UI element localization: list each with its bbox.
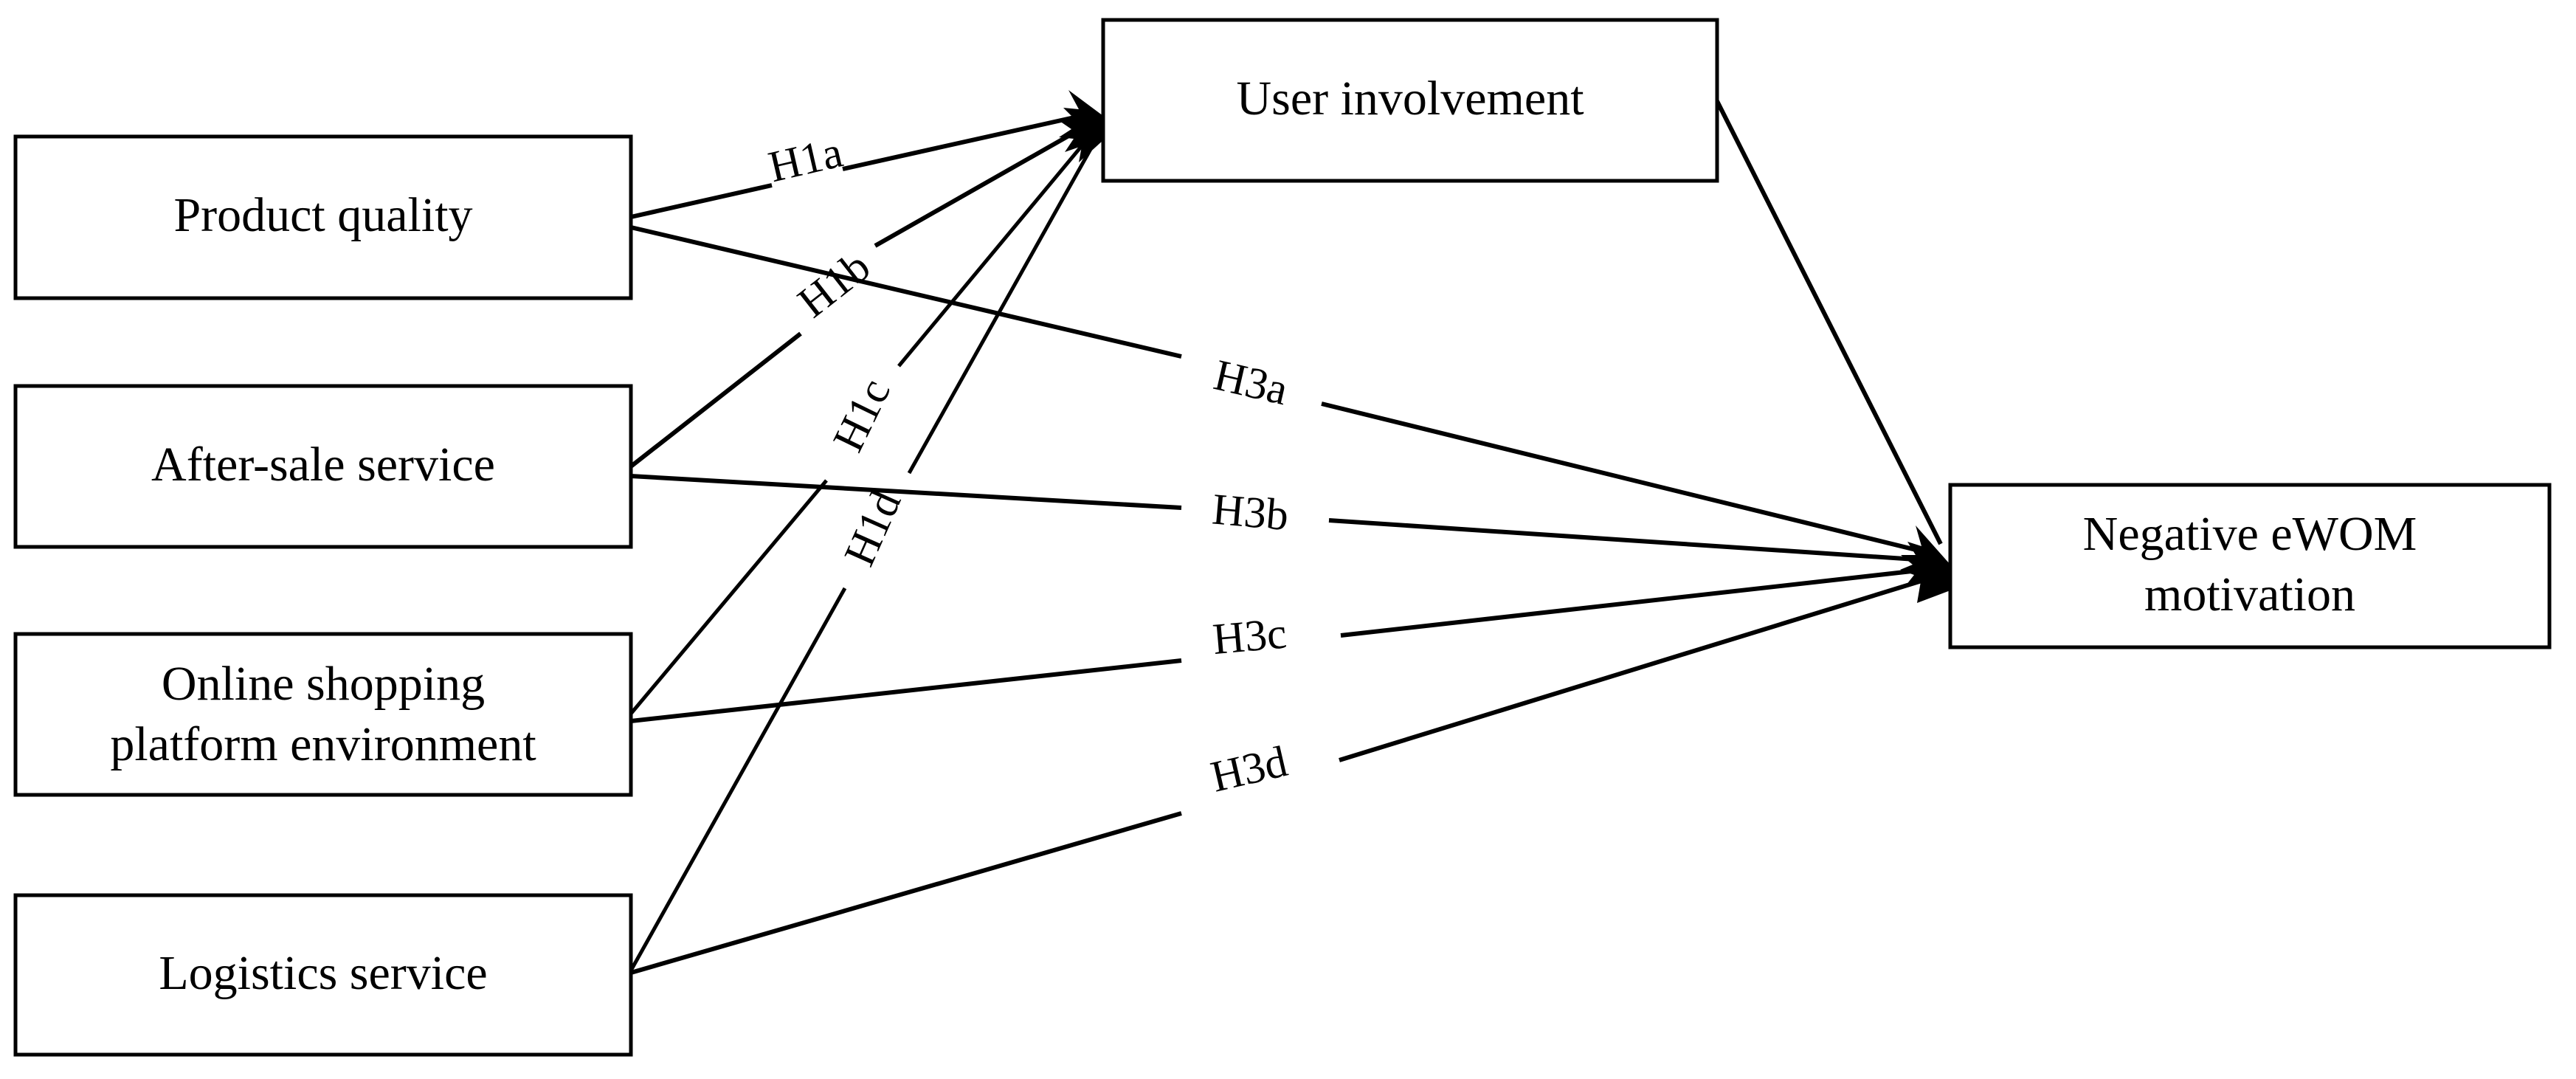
edge-h3a-line-seg1 bbox=[630, 225, 1182, 359]
edge-h3c-line-seg1 bbox=[630, 658, 1182, 723]
node-after-sale-service[interactable]: After-sale service bbox=[13, 384, 633, 549]
edge-label-h1a: H1a bbox=[764, 128, 846, 192]
arrowhead-user-involvement bbox=[1059, 90, 1103, 162]
edge-label-h3b: H3b bbox=[1210, 484, 1291, 540]
edge-h1c[interactable] bbox=[629, 128, 1097, 715]
edge-h1a-line-seg2 bbox=[842, 112, 1088, 171]
edge-h1b[interactable] bbox=[629, 120, 1094, 469]
node-product-quality-label: Product quality bbox=[173, 188, 472, 242]
node-user-involvement-rect bbox=[1101, 18, 1719, 183]
edge-label-h3d: H3d bbox=[1206, 737, 1292, 802]
edge-label-h3c: H3c bbox=[1211, 609, 1288, 663]
edge-h3b[interactable] bbox=[630, 474, 1938, 563]
edge-label-h1d: H1d bbox=[835, 483, 910, 573]
node-user-involvement[interactable]: User involvement bbox=[1101, 18, 1719, 183]
node-user-involvement-label: User involvement bbox=[1236, 72, 1584, 125]
node-negative-ewom-rect bbox=[1948, 483, 2552, 649]
edge-h1a-line-seg1 bbox=[630, 183, 773, 219]
edge-h1b-line-seg1 bbox=[629, 331, 802, 469]
node-logistics-service-label: Logistics service bbox=[159, 946, 487, 1000]
edge-h3a-line-seg2 bbox=[1321, 401, 1938, 557]
node-after-sale-service-label: After-sale service bbox=[151, 438, 495, 492]
node-negative-ewom-label-line2: motivation bbox=[2144, 568, 2355, 621]
edge-h3b-line-seg2 bbox=[1328, 518, 1938, 563]
node-negative-ewom-motivation[interactable]: Negative eWOM motivation bbox=[1948, 483, 2552, 649]
node-product-quality[interactable]: Product quality bbox=[13, 134, 633, 300]
node-logistics-service-rect bbox=[13, 893, 633, 1057]
node-online-shopping-label-line1: Online shopping bbox=[162, 657, 485, 711]
edge-h1d[interactable] bbox=[629, 136, 1099, 972]
edge-h2[interactable] bbox=[1715, 100, 1943, 545]
edge-h3a[interactable] bbox=[630, 225, 1938, 557]
node-online-shopping-rect bbox=[13, 632, 633, 797]
node-negative-ewom-label-line1: Negative eWOM bbox=[2083, 507, 2417, 561]
edge-h3c[interactable] bbox=[630, 566, 1938, 723]
arrowheads-layer bbox=[1059, 90, 1950, 603]
node-logistics-service[interactable]: Logistics service bbox=[13, 893, 633, 1057]
edge-h3d[interactable] bbox=[630, 573, 1939, 975]
edge-h1c-line-seg1 bbox=[629, 479, 828, 715]
edge-label-h3a: H3a bbox=[1209, 351, 1292, 415]
edge-h1a[interactable] bbox=[630, 112, 1088, 219]
edge-h1b-line-seg2 bbox=[874, 120, 1094, 248]
edge-h2-line bbox=[1715, 100, 1943, 545]
nodes-layer: Product quality After-sale service Onlin… bbox=[13, 18, 2552, 1057]
edge-h1d-line-seg2 bbox=[907, 136, 1099, 475]
edge-labels-layer: H1a H1b H1c H1d H3a H3b H3c H3d bbox=[764, 128, 1292, 802]
arrowhead-negative-ewom bbox=[1900, 525, 1950, 603]
edge-h3b-line-seg1 bbox=[630, 474, 1182, 510]
edge-label-h1b: H1b bbox=[789, 241, 879, 327]
edge-label-h1c: H1c bbox=[823, 371, 899, 459]
edge-h1d-line-seg1 bbox=[629, 587, 847, 972]
edge-h3d-line-seg2 bbox=[1339, 573, 1939, 762]
node-after-sale-service-rect bbox=[13, 384, 633, 549]
node-online-shopping-label-line2: platform environment bbox=[110, 717, 536, 771]
edge-h3d-line-seg1 bbox=[630, 811, 1182, 975]
edge-h1c-line-seg2 bbox=[897, 128, 1097, 368]
edge-h3c-line-seg2 bbox=[1340, 566, 1938, 638]
node-product-quality-rect bbox=[13, 134, 633, 300]
node-online-shopping-platform-environment[interactable]: Online shopping platform environment bbox=[13, 632, 633, 797]
edges-layer bbox=[629, 100, 1943, 975]
